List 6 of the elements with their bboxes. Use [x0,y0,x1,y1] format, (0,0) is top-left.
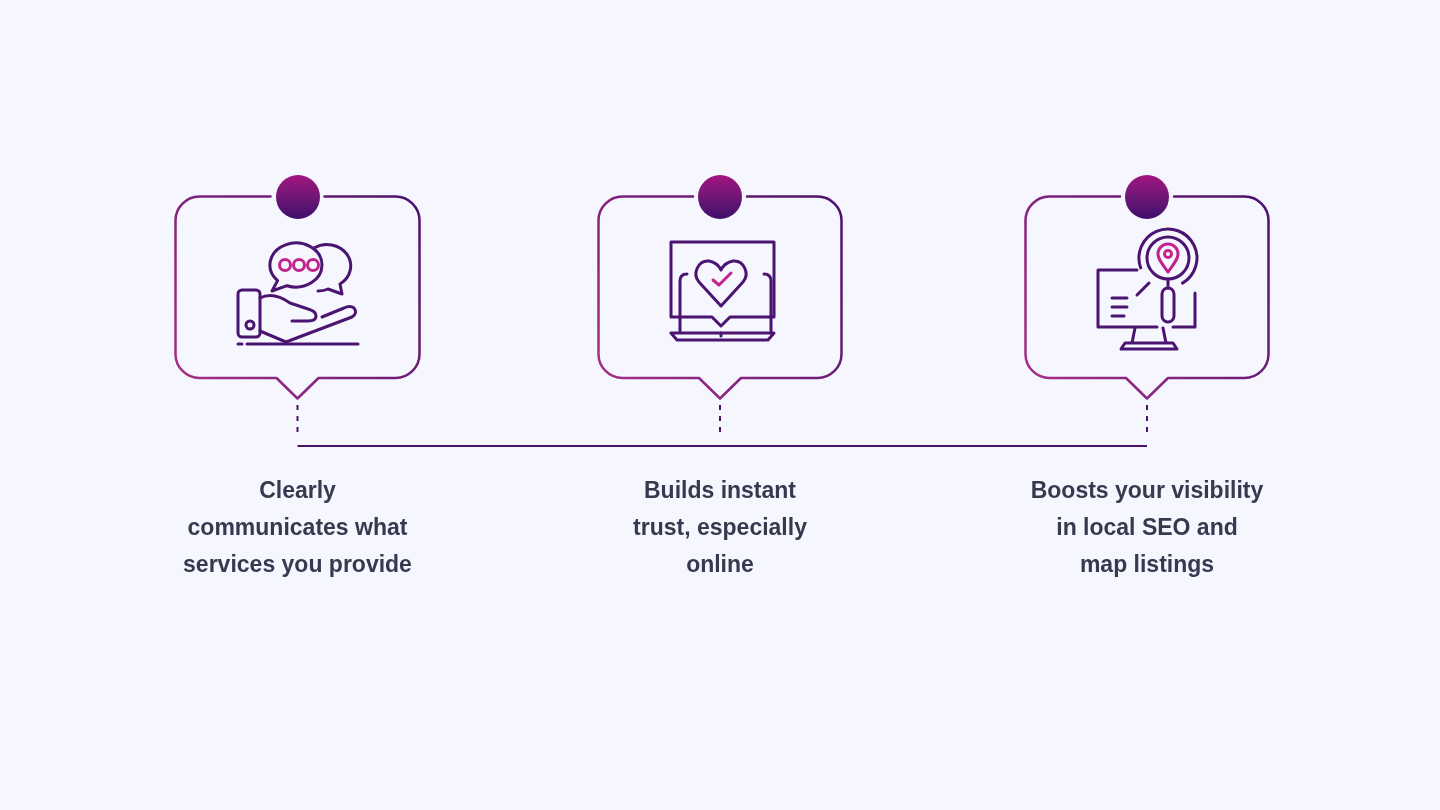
speech-bubble [1024,195,1270,400]
speech-bubble [597,195,843,400]
speech-bubble [174,195,421,400]
caption-text: Clearly communicates what services you provide [182,476,413,579]
caption-text: Boosts your visibility in local SEO and map listings [1030,476,1264,579]
caption-text: Builds instant trust, especially online [632,476,808,579]
